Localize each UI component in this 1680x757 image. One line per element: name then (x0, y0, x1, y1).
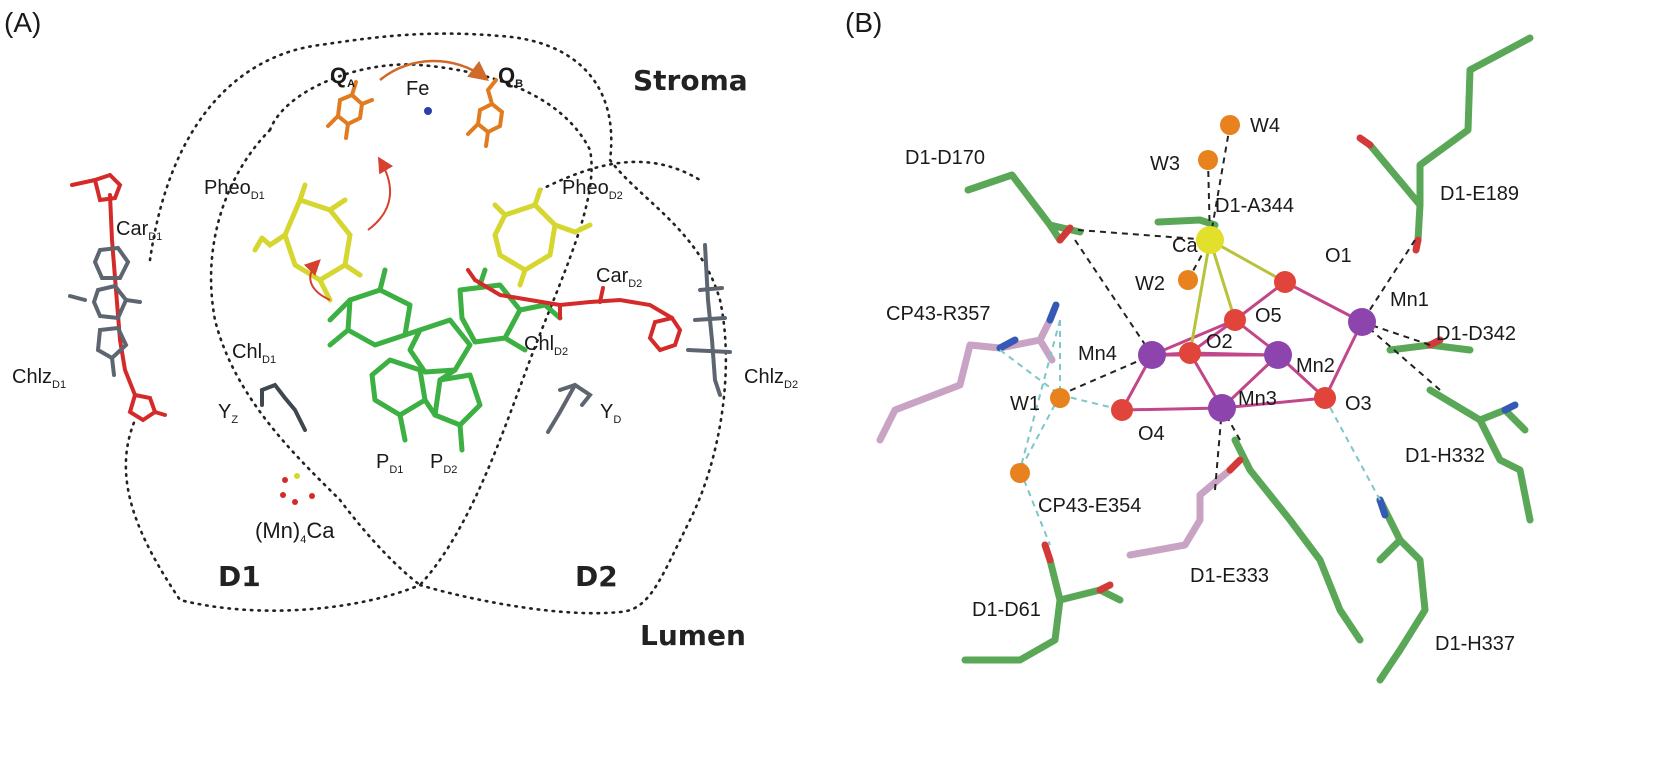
stroma-label: Stroma (633, 64, 748, 97)
quinone-qb (466, 78, 505, 148)
chlorophyll-cluster (327, 267, 563, 453)
oxygen-o1-atom (1274, 271, 1296, 293)
hbond-dashes (999, 319, 1381, 546)
cp43-r357-label: CP43-R357 (886, 303, 991, 325)
manganese-mn1-atom (1348, 308, 1376, 336)
quinone-qa (326, 80, 374, 140)
pheo-d1-label: PheoD1 (204, 177, 265, 202)
mn1-label: Mn1 (1390, 289, 1429, 311)
yz-label: YZ (218, 401, 238, 426)
calcium-atom (1196, 226, 1224, 254)
pheo-d2-label: PheoD2 (562, 177, 623, 202)
coordination-dashes (1059, 124, 1441, 491)
water-w1-atom (1050, 388, 1070, 408)
d1-label: D1 (218, 560, 261, 593)
d1-d170-label: D1-D170 (905, 147, 985, 169)
w3-label: W3 (1150, 153, 1180, 175)
pheophytin-d2 (492, 187, 593, 288)
w1-label: W1 (1010, 393, 1040, 415)
d1-outline (124, 32, 728, 615)
o4-label: O4 (1138, 423, 1165, 445)
mn4ca-label: (Mn)4Ca (255, 518, 335, 546)
oxygen-o5-atom (1224, 309, 1246, 331)
d1-h332-label: D1-H332 (1405, 445, 1485, 467)
d1-a344-label: D1-A344 (1215, 195, 1294, 217)
protein-outline (124, 32, 728, 615)
o1-label: O1 (1325, 245, 1352, 267)
water-w3-atom (1198, 150, 1218, 170)
fe-label: Fe (406, 78, 429, 100)
d1-h337-label: D1-H337 (1435, 633, 1515, 655)
car-d1-label: CarD1 (116, 218, 162, 243)
o2-label: O2 (1206, 331, 1233, 353)
d1-d342-label: D1-D342 (1436, 323, 1516, 345)
chl-pheo-arrow (303, 259, 331, 301)
o3-label: O3 (1345, 393, 1372, 415)
d1-e189-label: D1-E189 (1440, 183, 1519, 205)
mn3-label: Mn3 (1238, 388, 1277, 410)
tyrosine-yd (546, 382, 593, 434)
pd1-label: PD1 (376, 451, 403, 476)
chl-d2-label: ChlD2 (524, 333, 568, 358)
d1-d61-label: D1-D61 (972, 599, 1041, 621)
carotenoid-d1 (70, 172, 167, 423)
water-w2-atom (1178, 270, 1198, 290)
qb-label: QB (498, 63, 523, 90)
atoms (1010, 115, 1376, 483)
mn4ca-cluster-dots (280, 473, 315, 505)
w4-label: W4 (1250, 115, 1280, 137)
oxygen-o4-atom (1111, 399, 1133, 421)
pd2-label: PD2 (430, 451, 457, 476)
manganese-mn2-atom (1264, 341, 1292, 369)
qa-label: QA (330, 63, 355, 90)
water-extra-atom (1010, 463, 1030, 483)
pheophytin-d1 (252, 182, 363, 303)
pheo-qa-arrow (367, 156, 394, 231)
chlz-d1 (68, 245, 142, 377)
d2-label: D2 (575, 560, 618, 593)
tyrosine-yz (260, 382, 307, 432)
mn2-label: Mn2 (1296, 355, 1335, 377)
lumen-label: Lumen (640, 619, 746, 652)
d1-e333-label: D1-E333 (1190, 565, 1269, 587)
yd-label: YD (600, 401, 621, 426)
car-d2-label: CarD2 (596, 265, 642, 290)
panel-a: (A) (4, 7, 798, 652)
stroma-boundary (538, 160, 702, 192)
manganese-mn3-atom (1208, 394, 1236, 422)
panel-b-labels: W4 W3 D1-D170 D1-A344 D1-E189 Ca O1 W2 O… (886, 115, 1519, 655)
panel-a-tag: (A) (4, 7, 41, 38)
ca-label: Ca (1172, 235, 1198, 257)
manganese-mn4-atom (1138, 341, 1166, 369)
cp43-e354-label: CP43-E354 (1038, 495, 1141, 517)
chlz-d2-label: ChlzD2 (744, 366, 798, 391)
chlz-d2 (686, 243, 732, 397)
chlz-d1-label: ChlzD1 (12, 366, 66, 391)
water-w4-atom (1220, 115, 1240, 135)
heteroatom-accents (996, 134, 1519, 594)
carotenoid-d2 (466, 268, 683, 353)
o5-label: O5 (1255, 305, 1282, 327)
oxygen-o3-atom (1314, 387, 1336, 409)
mn4-label: Mn4 (1078, 343, 1117, 365)
fe-atom (424, 107, 432, 115)
w2-label: W2 (1135, 273, 1165, 295)
qa-qb-arrow (379, 59, 489, 82)
panel-b: (B) (845, 7, 1534, 684)
oxygen-o2-atom (1179, 342, 1201, 364)
panel-b-tag: (B) (845, 7, 882, 38)
d2-inner-outline-a (268, 63, 593, 587)
chl-d1-label: ChlD1 (232, 341, 276, 366)
